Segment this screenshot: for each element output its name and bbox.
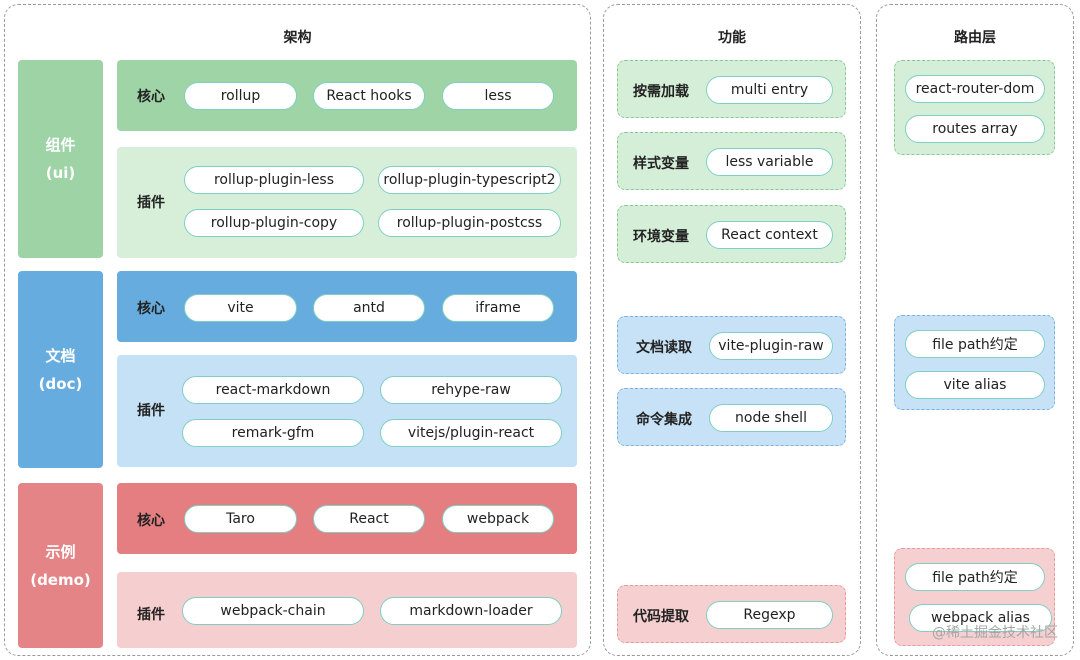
architecture-panel: 架构 [4,4,591,656]
feature-label: 环境变量 [633,229,689,245]
ui-core-pill: rollup [184,82,297,110]
feature-label: 样式变量 [633,156,689,172]
demo-core-pill: webpack [442,505,554,533]
ui-side-name: 组件 [45,136,76,154]
doc-core-pill: iframe [442,294,554,322]
ui-side-sub: (ui) [45,164,76,182]
feature-pill: node shell [709,404,833,432]
demo-plugin-pill: webpack-chain [182,597,364,625]
doc-core-pill: vite [184,294,297,322]
ui-plugins-label: 插件 [137,195,165,211]
demo-plugins-label: 插件 [137,607,165,623]
feature-pill: less variable [706,148,833,176]
demo-side-name: 示例 [45,542,76,561]
doc-side-block: 文档 (doc) [18,271,103,468]
routing-pill: file path约定 [905,330,1045,358]
feature-label: 按需加载 [633,84,689,100]
routing-pill: react-router-dom [905,75,1045,103]
doc-side-name: 文档 [45,346,76,365]
routing-pill: vite alias [905,371,1045,399]
routing-pill: webpack alias [909,604,1052,632]
feature-pill: Regexp [706,601,833,629]
doc-plugin-pill: react-markdown [182,376,364,404]
ui-plugin-pill: rollup-plugin-less [184,166,364,194]
features-title: 功能 [718,30,746,46]
routing-pill: file path约定 [905,563,1045,591]
ui-plugins-row [117,147,577,258]
demo-core-label: 核心 [137,513,165,529]
doc-core-pill: antd [313,294,425,322]
routing-pill: routes array [905,115,1045,143]
routing-panel: 路由层 [876,4,1074,656]
architecture-title: 架构 [283,30,312,46]
feature-label: 文档读取 [636,340,692,356]
doc-plugin-pill: remark-gfm [182,419,364,447]
ui-plugin-pill: rollup-plugin-copy [184,209,364,237]
ui-plugin-pill: rollup-plugin-postcss [378,209,561,237]
demo-side-block: 示例 (demo) [18,483,103,648]
doc-core-label: 核心 [137,301,165,317]
ui-plugin-pill: rollup-plugin-typescript2 [378,166,561,194]
demo-side-sub: (demo) [30,570,91,589]
feature-label: 代码提取 [633,609,689,625]
features-panel: 功能 [603,4,861,656]
feature-label: 命令集成 [636,412,692,428]
ui-core-pill: less [442,82,554,110]
doc-plugins-label: 插件 [137,403,165,419]
ui-side-block: 组件 (ui) [18,60,103,258]
demo-plugin-pill: markdown-loader [380,597,562,625]
ui-core-pill: React hooks [313,82,425,110]
demo-core-pill: Taro [184,505,297,533]
doc-plugin-pill: vitejs/plugin-react [380,419,562,447]
feature-pill: vite-plugin-raw [709,332,833,360]
ui-core-label: 核心 [137,89,165,105]
feature-pill: multi entry [706,76,833,104]
watermark: @稀土掘金技术社区 [932,625,1058,641]
doc-plugins-row [117,355,577,467]
routing-title: 路由层 [954,30,996,46]
doc-plugin-pill: rehype-raw [380,376,562,404]
demo-core-pill: React [313,505,425,533]
doc-side-sub: (doc) [38,374,83,393]
feature-pill: React context [706,221,833,249]
